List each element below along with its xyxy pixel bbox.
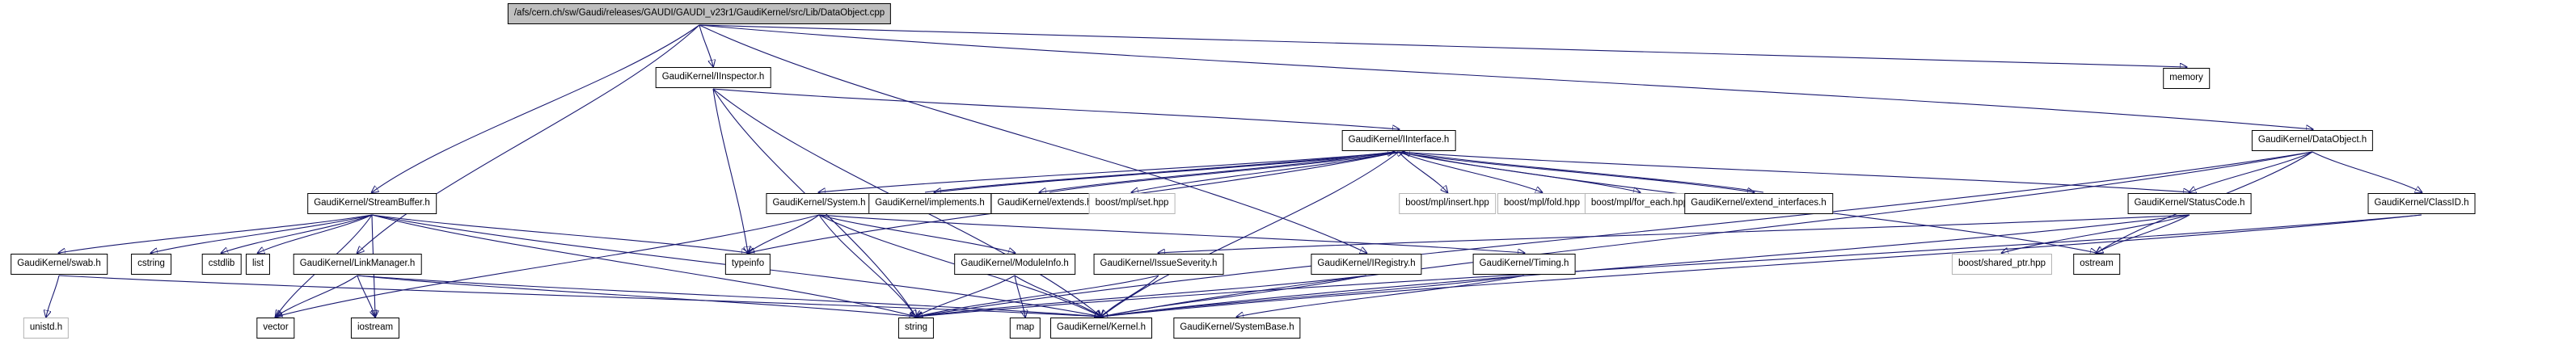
include-edge-system-to-typeinfo xyxy=(748,214,820,253)
graph-node-extends[interactable]: GaudiKernel/extends.h xyxy=(990,193,1099,214)
graph-node-statuscode[interactable]: GaudiKernel/StatusCode.h xyxy=(2127,193,2252,214)
include-edge-system-to-moduleinfo xyxy=(818,214,1015,253)
graph-node-map[interactable]: map xyxy=(1009,318,1041,339)
graph-node-ostream[interactable]: ostream xyxy=(2073,254,2120,275)
include-edge-iinterface-to-kernel xyxy=(1101,151,1400,317)
include-edge-extends-to-iinterface xyxy=(1049,152,1404,193)
include-edge-moduleinfo-to-string xyxy=(916,275,1016,317)
graph-node-shared_ptr: boost/shared_ptr.hpp xyxy=(1951,254,2053,275)
graph-node-iostream[interactable]: iostream xyxy=(350,318,400,339)
include-edge-iinterface-to-system xyxy=(819,151,1400,192)
include-edge-streambuffer-to-cstring xyxy=(151,214,373,253)
include-edge-iinterface-to-extends xyxy=(1040,151,1395,192)
include-edge-dataobject_h-to-string xyxy=(916,151,2313,317)
graph-node-cstdlib[interactable]: cstdlib xyxy=(201,254,242,275)
include-edge-cpp-to-iinspector xyxy=(699,24,713,66)
include-edge-streambuffer-to-swab xyxy=(59,214,373,253)
graph-node-timing[interactable]: GaudiKernel/Timing.h xyxy=(1472,254,1576,275)
include-edge-iinspector-to-iinterface xyxy=(712,88,1399,129)
include-edge-statuscode-to-issueseverity xyxy=(1159,214,2190,253)
include-edge-iinspector-to-typeinfo xyxy=(712,88,748,253)
include-edge-iinterface-to-mpl_fold xyxy=(1398,151,1542,192)
graph-node-issueseverity[interactable]: GaudiKernel/IssueSeverity.h xyxy=(1093,254,1224,275)
include-edge-cpp-to-memory xyxy=(699,24,2186,67)
graph-node-mpl_insert: boost/mpl/insert.hpp xyxy=(1399,193,1496,214)
include-edge-iinterface-to-statuscode xyxy=(1398,151,2190,192)
graph-node-mpl_set: boost/mpl/set.hpp xyxy=(1088,193,1176,214)
graph-node-extend_interfaces[interactable]: GaudiKernel/extend_interfaces.h xyxy=(1684,193,1833,214)
graph-node-vector[interactable]: vector xyxy=(256,318,295,339)
include-edge-classid-to-string xyxy=(916,214,2422,317)
graph-node-list[interactable]: list xyxy=(245,254,271,275)
include-edge-extend_interfaces-to-iinterface xyxy=(1404,152,1764,193)
include-edge-streambuffer-to-typeinfo xyxy=(371,214,748,253)
include-edge-cpp-to-streambuffer xyxy=(372,24,700,192)
graph-node-string[interactable]: string xyxy=(897,318,935,339)
graph-node-systembase[interactable]: GaudiKernel/SystemBase.h xyxy=(1173,318,1301,339)
graph-node-classid[interactable]: GaudiKernel/ClassID.h xyxy=(2367,193,2476,214)
include-edge-linkmanager-to-iostream xyxy=(357,275,375,317)
graph-node-iinspector[interactable]: GaudiKernel/IInspector.h xyxy=(655,67,771,88)
include-edge-dataobject_h-to-statuscode xyxy=(2190,151,2313,192)
graph-node-mpl_fold: boost/mpl/fold.hpp xyxy=(1497,193,1586,214)
include-edge-linkmanager-to-string xyxy=(357,275,916,317)
graph-node-cstring[interactable]: cstring xyxy=(131,254,171,275)
graph-node-typeinfo[interactable]: typeinfo xyxy=(724,254,771,275)
include-edge-iinterface-to-mpl_set xyxy=(1132,151,1400,192)
include-edge-iinterface-to-mpl_foreach xyxy=(1398,151,1640,192)
graph-node-implements[interactable]: GaudiKernel/implements.h xyxy=(868,193,991,214)
graph-node-unistd: unistd.h xyxy=(23,318,70,339)
include-edge-cpp-to-iregistry xyxy=(699,24,1366,253)
graph-node-dataobject_h[interactable]: GaudiKernel/DataObject.h xyxy=(2251,130,2374,151)
include-edge-cpp-to-linkmanager xyxy=(357,24,700,253)
include-edge-system-to-vector xyxy=(276,214,820,317)
graph-node-system[interactable]: GaudiKernel/System.h xyxy=(766,193,872,214)
graph-node-iregistry[interactable]: GaudiKernel/IRegistry.h xyxy=(1311,254,1422,275)
graph-node-mpl_foreach: boost/mpl/for_each.hpp xyxy=(1584,193,1696,214)
include-edge-implements-to-iinterface xyxy=(924,152,1394,193)
include-edge-moduleinfo-to-map xyxy=(1014,275,1025,317)
graph-node-moduleinfo[interactable]: GaudiKernel/ModuleInfo.h xyxy=(954,254,1075,275)
graph-node-swab[interactable]: GaudiKernel/swab.h xyxy=(11,254,108,275)
include-edge-timing-to-systembase xyxy=(1237,275,1525,317)
include-edge-streambuffer-to-cstdlib xyxy=(222,214,373,253)
graph-node-memory[interactable]: memory xyxy=(2163,68,2210,89)
graph-node-linkmanager[interactable]: GaudiKernel/LinkManager.h xyxy=(293,254,422,275)
include-edge-iregistry-to-string xyxy=(916,275,1367,317)
include-edge-linkmanager-to-vector xyxy=(276,275,358,317)
include-edge-iinterface-to-extend_interfaces xyxy=(1393,151,1754,192)
graph-node-iinterface[interactable]: GaudiKernel/IInterface.h xyxy=(1341,130,1456,151)
include-edge-streambuffer-to-list xyxy=(258,214,373,253)
include-edge-classid-to-kernel xyxy=(1101,214,2422,317)
include-edge-system-to-timing xyxy=(818,214,1524,253)
graph-node-kernel[interactable]: GaudiKernel/Kernel.h xyxy=(1050,318,1152,339)
include-edge-system-to-string xyxy=(818,214,916,317)
graph-node-streambuffer[interactable]: GaudiKernel/StreamBuffer.h xyxy=(307,193,437,214)
graph-node-cpp: /afs/cern.ch/sw/Gaudi/releases/GAUDI/GAU… xyxy=(507,3,892,24)
include-edge-swab-to-unistd xyxy=(46,275,60,317)
include-edge-issueseverity-to-string xyxy=(916,275,1159,317)
include-edge-dataobject_h-to-classid xyxy=(2312,151,2422,192)
include-edge-statuscode-to-kernel xyxy=(1101,214,2190,317)
include-edge-cpp-to-dataobject_h xyxy=(699,24,2312,129)
include-edge-statuscode-to-ostream xyxy=(2097,214,2190,253)
